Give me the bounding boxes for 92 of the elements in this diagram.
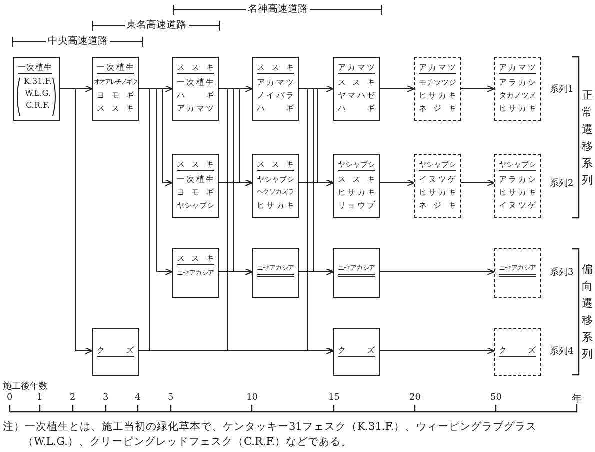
community-box (13, 57, 60, 121)
species-name: ヒサカキ (419, 187, 456, 199)
arrow (298, 180, 334, 186)
species-name: ヒサカキ (338, 187, 375, 199)
species-name: ハギ (338, 103, 375, 115)
species-name: K.31.F. (22, 76, 54, 88)
arrow (380, 348, 495, 354)
projected-community-box (414, 154, 461, 218)
road-name: 東名高速道路 (124, 20, 188, 31)
species-name: リョウブ (338, 200, 375, 212)
community-box (333, 57, 380, 121)
species-name: ヒサカキ (499, 187, 536, 199)
species-name: W.L.G. (24, 88, 52, 100)
axis-unit: 年 (572, 393, 582, 406)
tick-label: 50 (490, 393, 502, 403)
species-name: ヨモギ (177, 187, 214, 199)
arrow (60, 88, 93, 354)
species-name: ネジキ (419, 103, 456, 115)
arrow (380, 86, 415, 92)
community-box (252, 248, 299, 298)
road-name: 名神高速道路 (246, 4, 310, 15)
dominant-species: ススキ (257, 159, 294, 171)
community-box (333, 248, 380, 298)
tick-label: 2 (70, 393, 76, 403)
series-label: 系列2 (550, 178, 574, 190)
dominant-species: 一次植生 (97, 62, 134, 74)
community-box (92, 57, 139, 121)
dominant-species: ススキ (257, 62, 294, 74)
tick-label: 15 (328, 393, 340, 403)
species-name: ヒサカキ (257, 200, 294, 212)
species-name: ヒサカキ (419, 90, 456, 102)
arrow (298, 268, 334, 276)
species-name: ススキ (338, 77, 375, 89)
axis-title: 施工後年数 (3, 380, 48, 393)
species-name: ハギ (177, 90, 214, 102)
arrow (380, 268, 495, 276)
dominant-species: クズ (97, 345, 134, 357)
series-label: 系列3 (550, 266, 574, 279)
community-box (172, 57, 219, 121)
arrow (380, 180, 415, 186)
dominant-species: アカマツ (499, 62, 536, 74)
dominant-species: アカマツ (419, 62, 456, 74)
dominant-species: 一次植生 (18, 62, 52, 74)
road-name: 中央高速道路 (46, 36, 110, 47)
arrow (460, 180, 495, 186)
projected-community-box (414, 57, 461, 121)
arrow (218, 180, 253, 186)
dominant-species: クズ (499, 345, 536, 357)
species-name: イヌツゲ (419, 174, 456, 186)
community-box (172, 154, 219, 218)
community-box (252, 154, 299, 218)
dominant-species: クズ (338, 345, 375, 357)
arrow (138, 348, 334, 354)
species-name: ネジキ (419, 200, 456, 212)
species-name: ヨモギ (97, 90, 134, 102)
dominant-species: ススキ (177, 62, 214, 74)
species-name: ヒサカキ (499, 103, 536, 115)
dominant-species: ススキ (177, 253, 214, 265)
tick-label: 10 (246, 393, 258, 403)
tick-label: 4 (135, 393, 141, 403)
species-name: イヌツゲ (499, 200, 536, 212)
series-label: 系列4 (550, 346, 574, 358)
tick-label: 20 (410, 393, 421, 403)
footnote: 注）一次植生とは、施工当初の緑化草本で、ケンタッキー31フェスク（K.31.F.）、ウィーピングラブグラス（W.L.G.）、クリーピングレッドフェスク（C.R.F.）などである。 (3, 420, 538, 450)
series-label: 系列1 (550, 84, 574, 96)
species-name: アカマツ (257, 77, 294, 89)
tick-label: 1 (37, 393, 43, 403)
tick-label: 5 (168, 393, 174, 403)
species-name: ヤマハゼ (338, 90, 375, 102)
community-box (92, 328, 139, 376)
arrow (218, 268, 253, 276)
community-box (333, 154, 380, 218)
dominant-species: ススキ (177, 159, 214, 171)
community-box (252, 57, 299, 121)
species-name: ススキ (97, 103, 134, 115)
species-name: ハギ (257, 103, 294, 115)
community-box (333, 328, 380, 376)
species-name: C.R.F. (25, 100, 51, 112)
species-name: アラカシ (499, 174, 536, 186)
species-name: 一次植生 (177, 77, 214, 89)
species-name: ススキ (338, 174, 375, 186)
group-label: 偏向遷移系列 (582, 262, 593, 363)
species-name: 一次植生 (177, 174, 214, 186)
community-box (172, 248, 219, 298)
arrow (460, 86, 495, 92)
species-name: ノイバラ (257, 90, 294, 102)
species-name: アラカシ (499, 77, 536, 89)
tick-label: 0 (7, 393, 13, 403)
tick-label: 3 (103, 393, 109, 403)
group-label: 正常遷移系列 (582, 88, 593, 188)
species-name: アカマツ (177, 103, 214, 115)
dominant-species: アカマツ (338, 62, 375, 74)
